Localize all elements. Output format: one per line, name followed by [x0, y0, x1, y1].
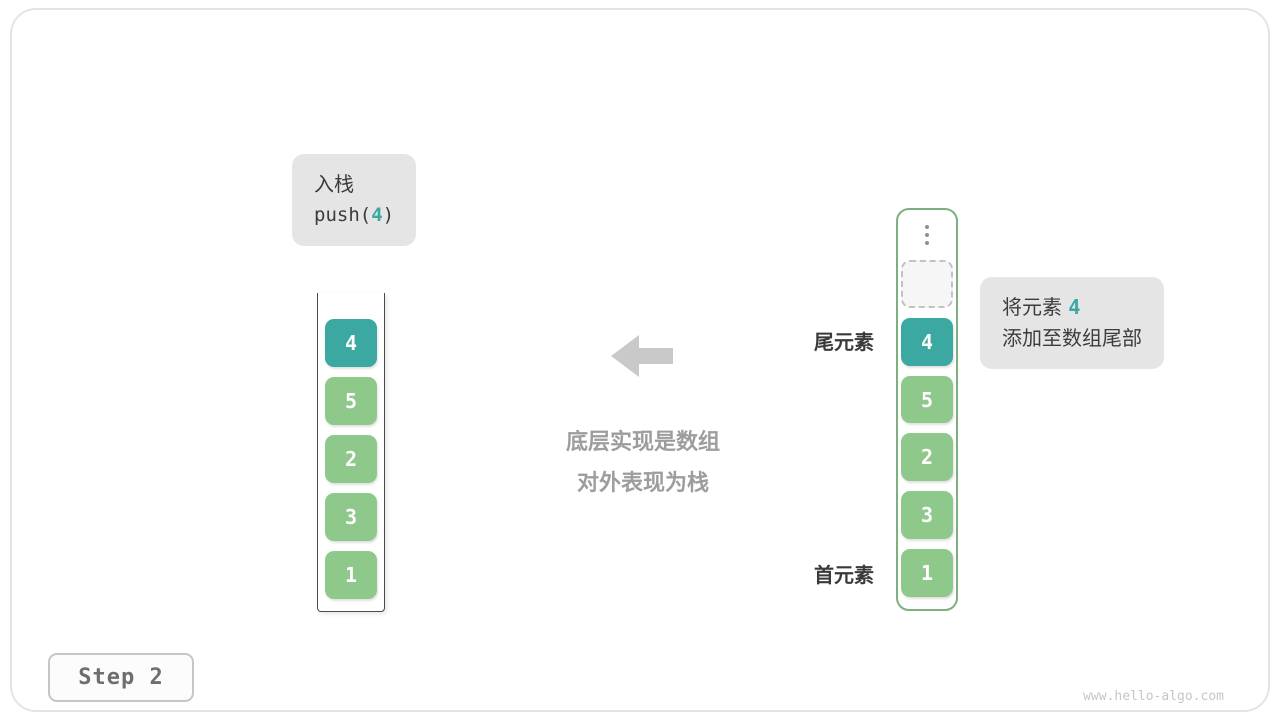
head-element-label: 首元素: [814, 563, 874, 587]
watermark-url: www.hello-algo.com: [1083, 689, 1224, 704]
empty-slot-cell: [901, 259, 953, 308]
tail-element-label: 尾元素: [814, 330, 874, 354]
annotation-line1-text: 将元素: [1002, 295, 1069, 319]
annotation-line1: 将元素 4: [1002, 292, 1142, 323]
diagram-card: 入栈 push(4) 4 5 2 3 1 底层实现是数组 对外表现为栈 4 5 …: [10, 8, 1270, 712]
stack-view-container: 4 5 2 3 1: [317, 293, 385, 612]
center-caption: 底层实现是数组 对外表现为栈: [460, 422, 826, 504]
push-code-suffix: ): [382, 204, 395, 226]
array-cell: 2: [901, 433, 953, 482]
stack-cell: 4: [325, 319, 377, 367]
arrow-left-icon: [611, 335, 673, 377]
push-code-line: push(4): [314, 200, 394, 231]
push-label-text: 入栈: [314, 172, 354, 196]
center-caption-line1: 底层实现是数组: [565, 430, 720, 455]
stack-cell: 3: [325, 493, 377, 541]
stack-cell: 2: [325, 435, 377, 483]
array-cell: 4: [901, 317, 953, 366]
annotation-line2: 添加至数组尾部: [1002, 326, 1142, 350]
step-badge: Step 2: [48, 653, 194, 702]
push-code-prefix: push(: [314, 204, 372, 226]
annotation-box: 将元素 4 添加至数组尾部: [980, 277, 1164, 369]
stack-cell: 1: [325, 551, 377, 599]
push-operation-label: 入栈 push(4): [292, 154, 417, 246]
stack-cell: 5: [325, 377, 377, 425]
array-view-container: 4 5 2 3 1: [896, 208, 958, 611]
push-code-value: 4: [371, 204, 383, 226]
array-cell: 5: [901, 375, 953, 424]
vertical-ellipsis-icon: [925, 220, 929, 250]
array-cell: 1: [901, 549, 953, 597]
annotation-value: 4: [1068, 295, 1081, 319]
array-cell: 3: [901, 491, 953, 540]
push-label-title: 入栈: [314, 169, 394, 200]
center-caption-line2: 对外表现为栈: [576, 471, 709, 496]
